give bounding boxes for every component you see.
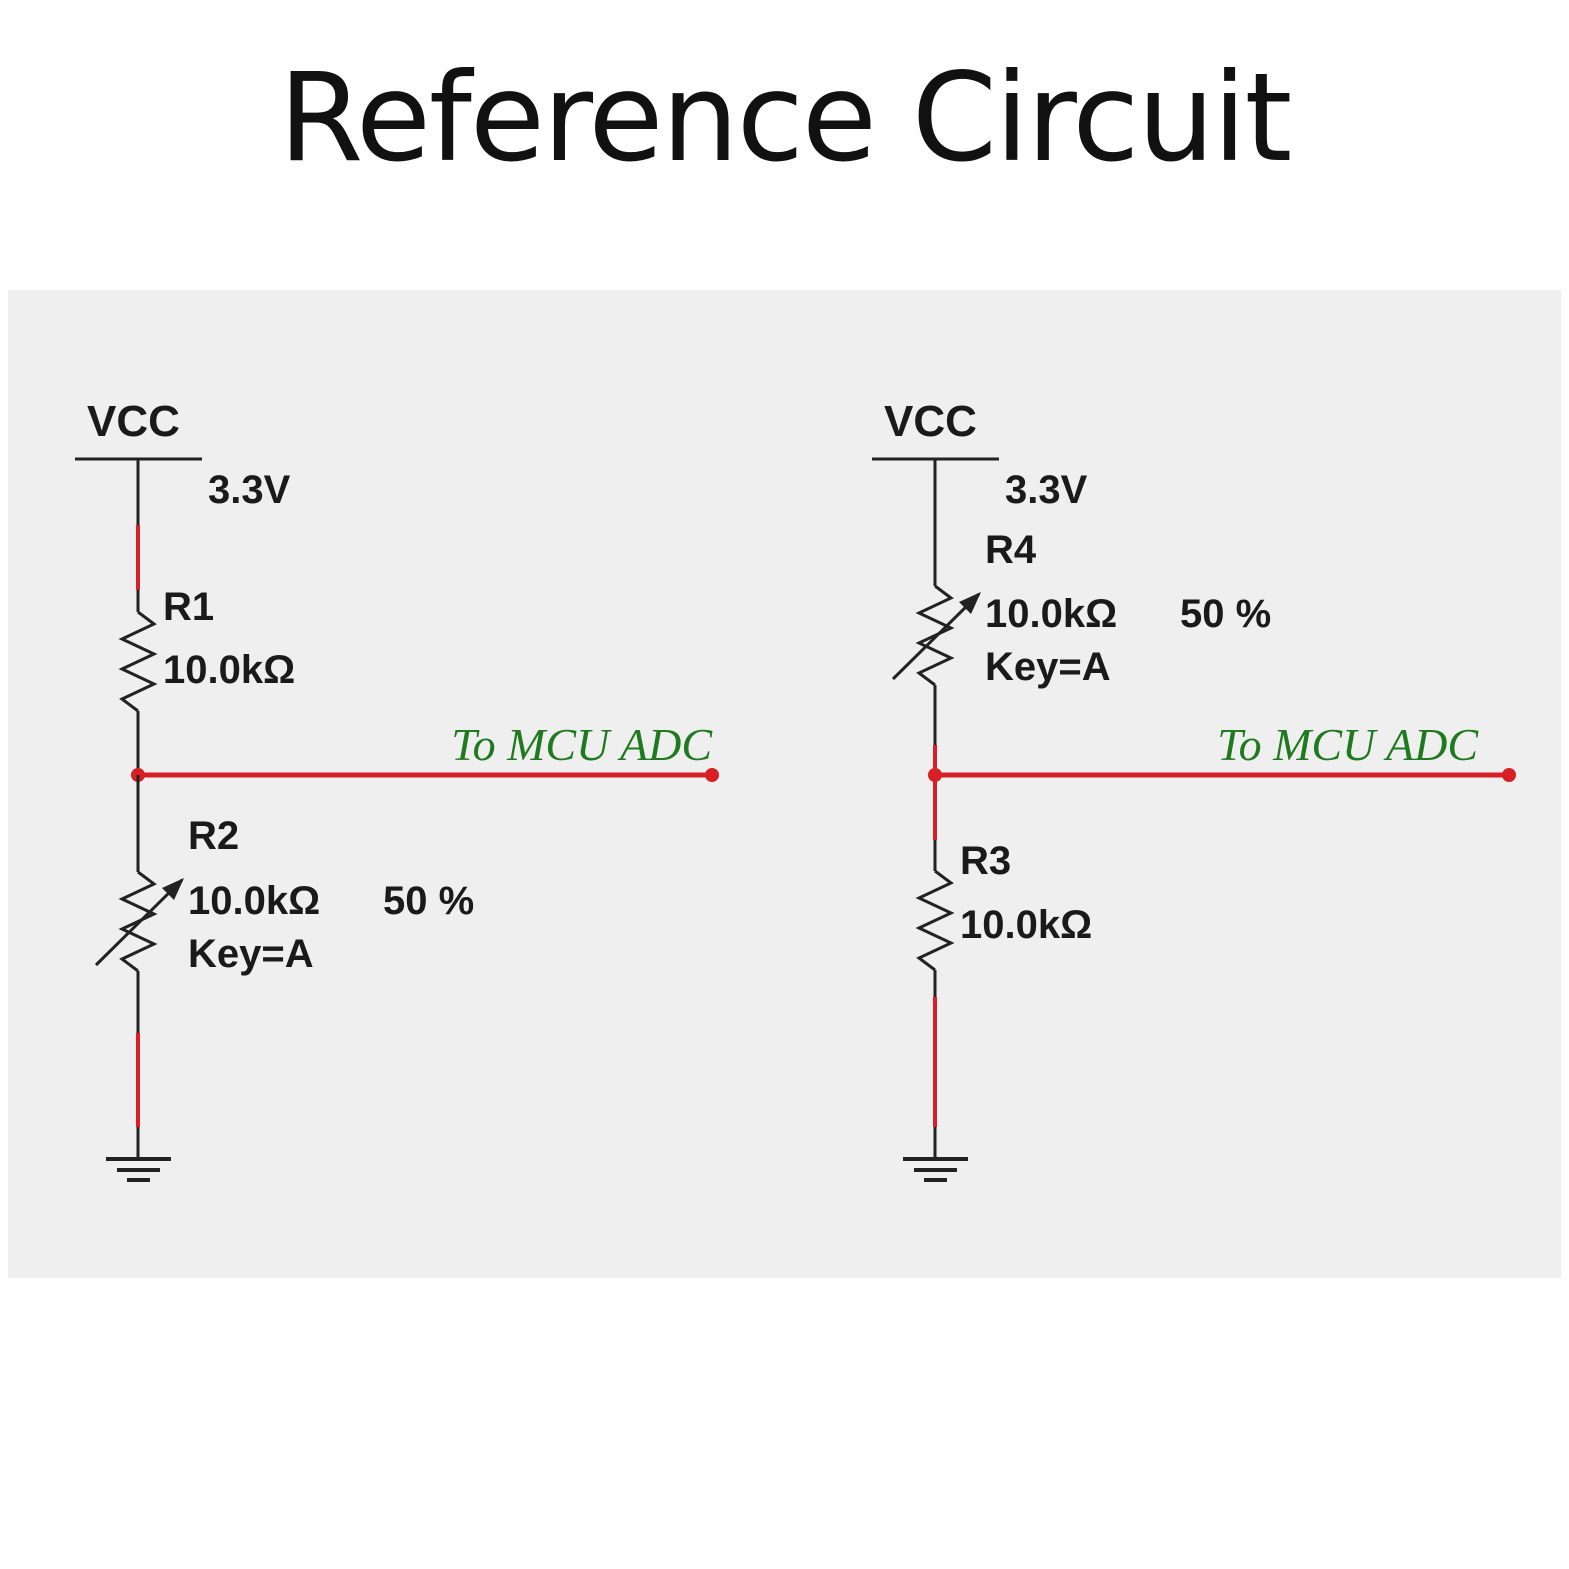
resistor-r3 xyxy=(915,869,955,972)
r2-setting: 50 % xyxy=(383,879,474,923)
ground-symbol-right xyxy=(903,1157,968,1182)
ground-symbol-left xyxy=(106,1157,171,1182)
pot-arrowhead-r4 xyxy=(959,592,981,614)
r4-ref: R4 xyxy=(985,528,1037,572)
r3-value: 10.0kΩ xyxy=(960,903,1092,947)
r1-value: 10.0kΩ xyxy=(163,648,295,692)
pot-arrow-r4 xyxy=(891,592,981,681)
net-label-right: To MCU ADC xyxy=(1217,719,1479,770)
r4-key: Key=A xyxy=(985,645,1111,689)
vcc-label-left: VCC xyxy=(87,397,180,446)
r4-setting: 50 % xyxy=(1180,592,1271,636)
resistor-r1 xyxy=(118,610,158,713)
pot-arrowhead-r2 xyxy=(162,878,184,900)
circuit-left: VCC 3.3V R1 10.0kΩ To MCU ADC R2 10.0kΩ … xyxy=(75,397,719,1182)
pot-arrow-r2 xyxy=(94,878,184,967)
terminal-dot-left xyxy=(705,768,719,782)
r4-value: 10.0kΩ xyxy=(985,592,1117,636)
terminal-dot-right xyxy=(1502,768,1516,782)
vcc-label-right: VCC xyxy=(884,397,977,446)
page-title: Reference Circuit xyxy=(278,47,1293,189)
r1-ref: R1 xyxy=(163,585,214,629)
r2-value: 10.0kΩ xyxy=(188,879,320,923)
net-label-left: To MCU ADC xyxy=(451,719,713,770)
supply-voltage-left: 3.3V xyxy=(208,468,291,512)
r2-key: Key=A xyxy=(188,932,314,976)
r3-ref: R3 xyxy=(960,839,1011,883)
circuit-right: VCC 3.3V R4 10.0kΩ 50 % Key=A To MCU ADC… xyxy=(872,397,1516,1182)
r2-ref: R2 xyxy=(188,814,239,858)
schematic-panel xyxy=(8,290,1561,1278)
supply-voltage-right: 3.3V xyxy=(1005,468,1088,512)
